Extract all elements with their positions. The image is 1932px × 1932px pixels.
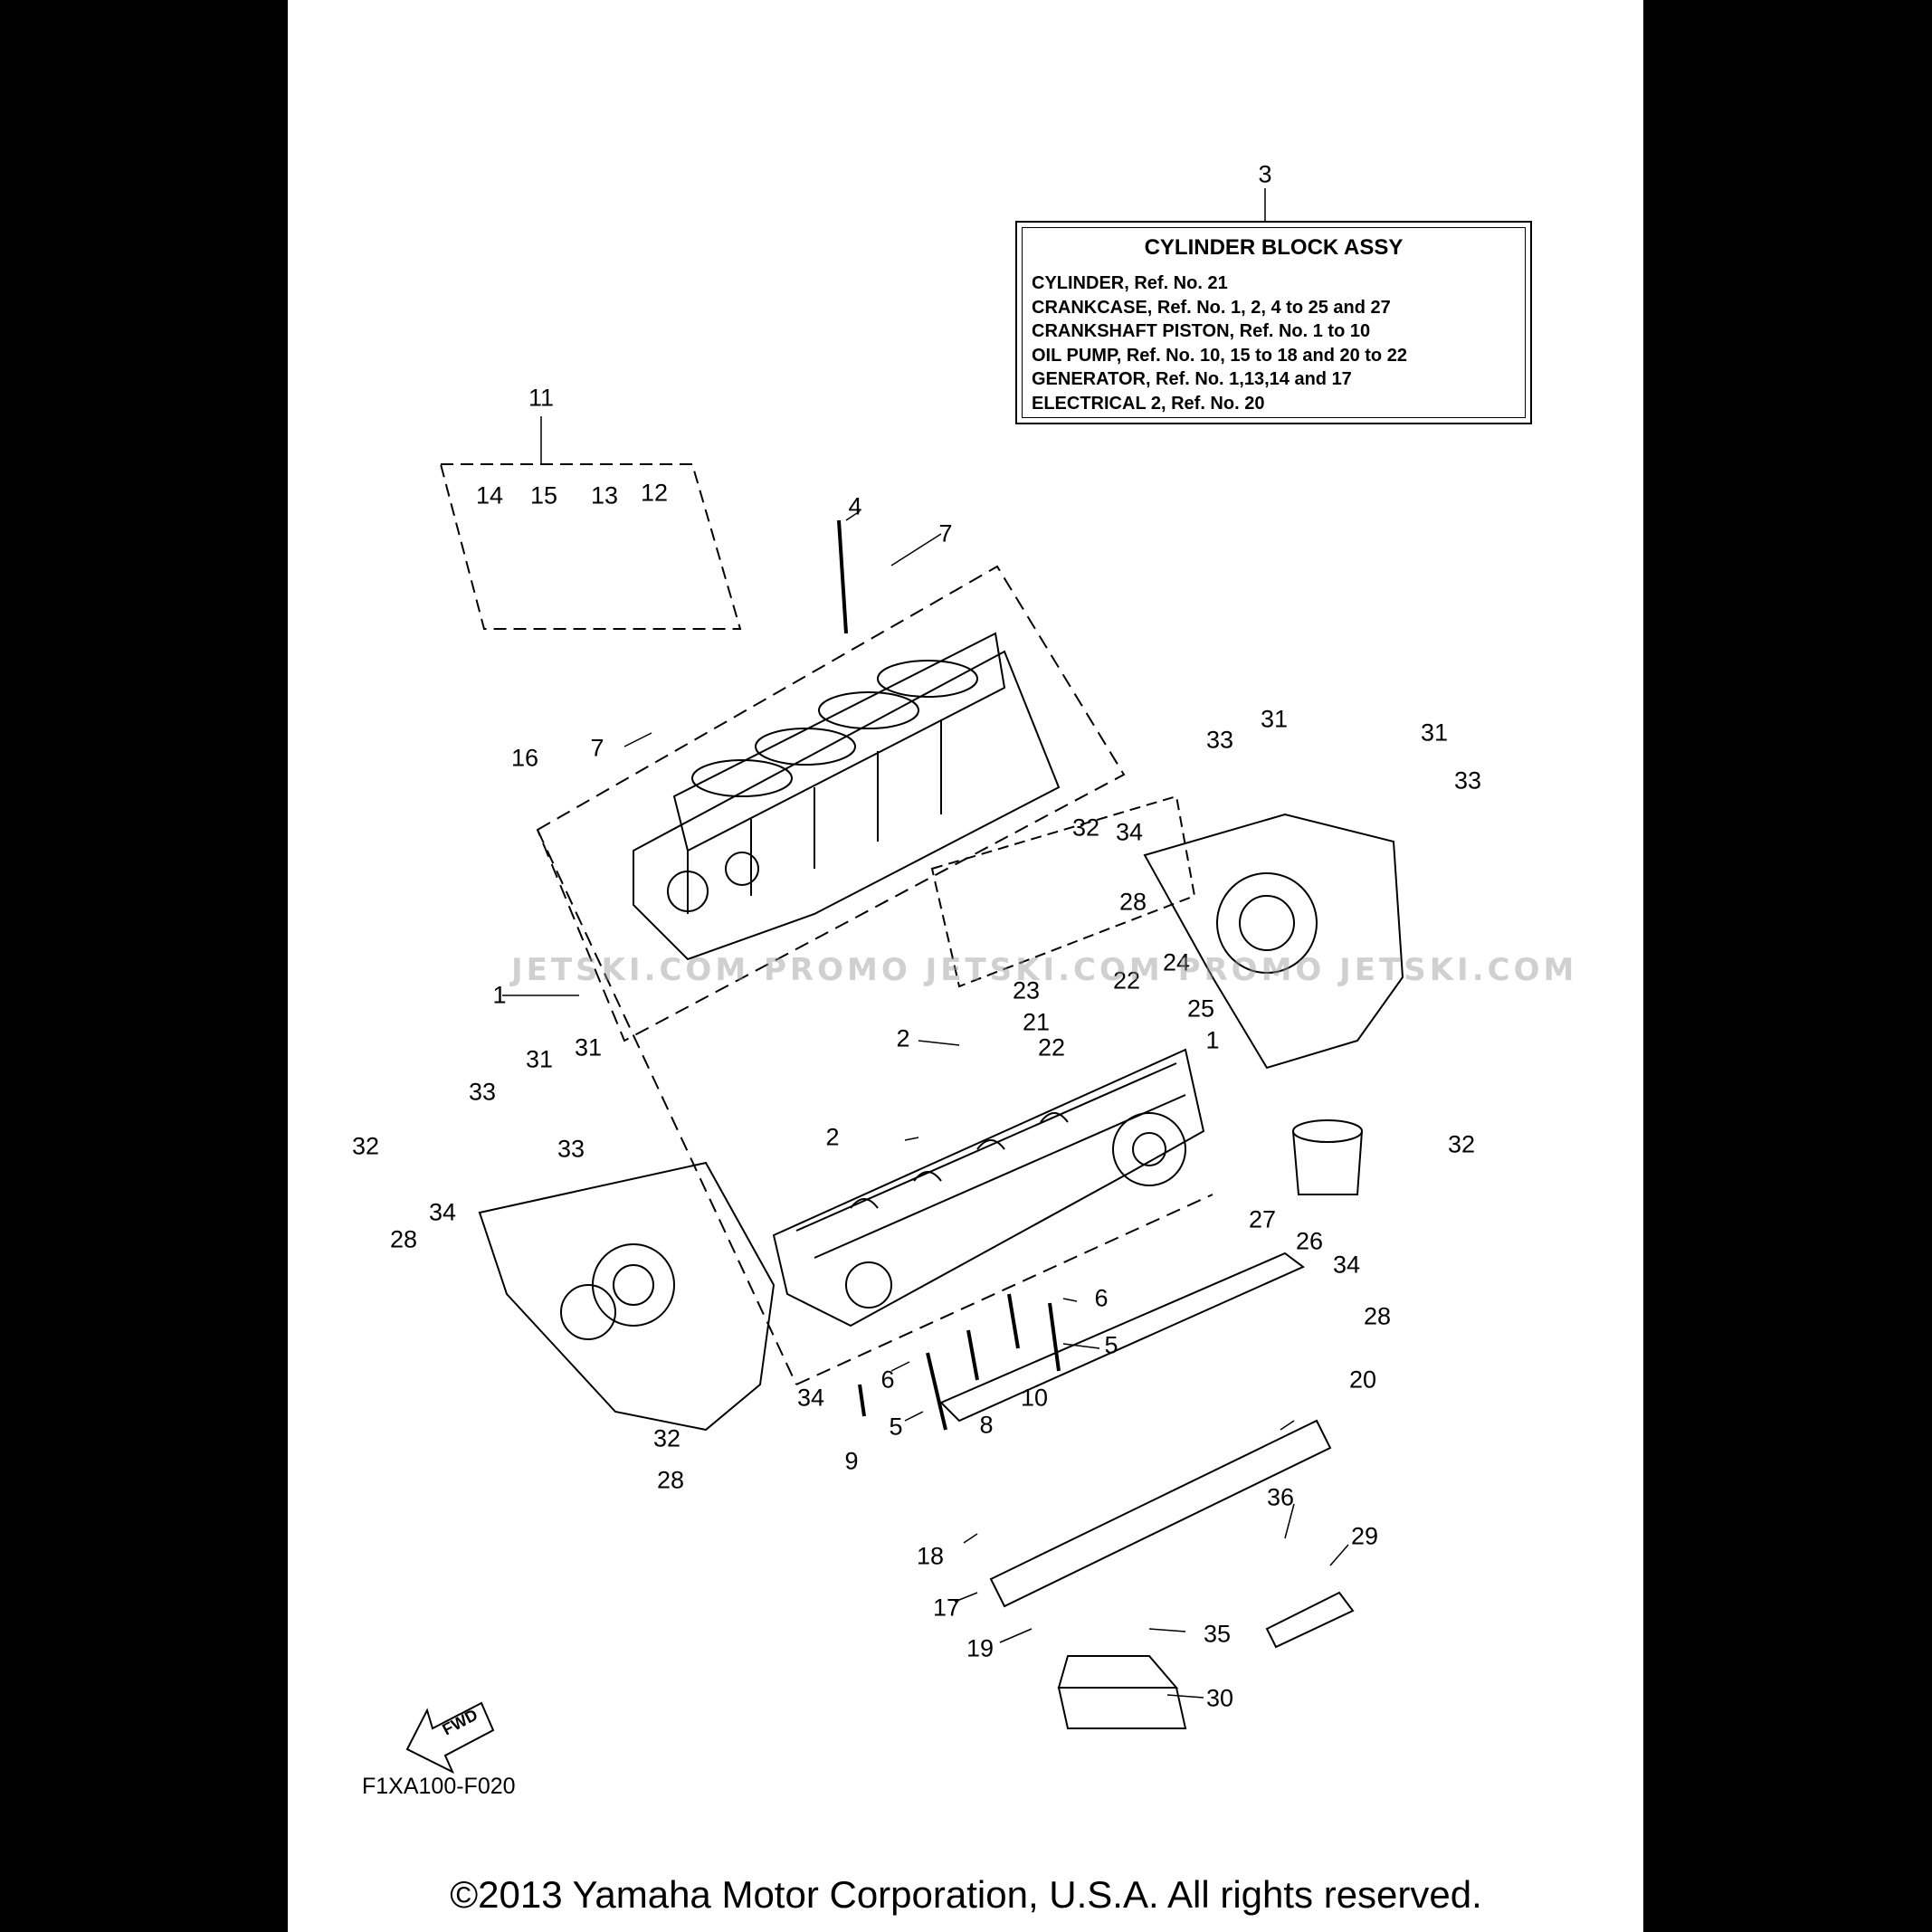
callout-34c: 34	[1332, 1251, 1361, 1279]
callout-1a: 1	[492, 981, 507, 1009]
watermark: JETSKI.COM PROMO JETSKI.COM PROMO JETSKI…	[511, 952, 1578, 988]
callout-11: 11	[528, 384, 555, 412]
group-1-outline	[536, 565, 1126, 1042]
callout-28b: 28	[389, 1225, 418, 1253]
callout-36: 36	[1266, 1483, 1295, 1511]
bolt-5b	[926, 1352, 947, 1431]
callout-28d: 28	[656, 1466, 685, 1494]
callout-14: 14	[475, 481, 504, 509]
bolt-5a	[1048, 1302, 1061, 1372]
cylinder-block-assy-box: CYLINDER BLOCK ASSY CYLINDER, Ref. No. 2…	[1015, 221, 1532, 424]
left-cover-drawing	[478, 1161, 776, 1432]
assy-box-title: CYLINDER BLOCK ASSY	[1144, 235, 1404, 260]
callout-22a: 22	[1112, 966, 1141, 995]
assy-line: GENERATOR, Ref. No. 1,13,14 and 17	[1032, 369, 1352, 389]
assy-line: CYLINDER, Ref. No. 21	[1032, 273, 1228, 293]
right-cover-drawing	[1143, 813, 1404, 1070]
callout-23: 23	[1012, 976, 1041, 1004]
callout-5a: 5	[1104, 1331, 1118, 1359]
callout-5b: 5	[889, 1413, 903, 1441]
callout-22b: 22	[1037, 1033, 1066, 1061]
gaskets-drawing	[939, 1252, 1332, 1608]
oil-filter-drawing	[1292, 1119, 1363, 1195]
bracket-29-drawing	[1265, 1591, 1355, 1649]
group-1-left-edge	[537, 829, 797, 1385]
callout-31a: 31	[1260, 705, 1289, 733]
callout-7b: 7	[590, 734, 604, 762]
callout-12: 12	[640, 479, 669, 507]
fwd-arrow	[405, 1701, 495, 1775]
callout-29: 29	[1350, 1522, 1379, 1550]
assy-box-inner-border	[1022, 227, 1526, 418]
component-box-drawing	[1057, 1655, 1187, 1729]
bolt-9	[858, 1384, 866, 1417]
callout-1b: 1	[1205, 1026, 1220, 1054]
callout-32c: 32	[1447, 1130, 1476, 1158]
callout-33c: 33	[468, 1078, 497, 1106]
leader-lines	[502, 188, 1349, 1699]
callout-33d: 33	[557, 1135, 585, 1163]
callout-35: 35	[1203, 1620, 1232, 1648]
callout-18: 18	[916, 1542, 945, 1570]
callout-28a: 28	[1118, 888, 1147, 916]
callout-4: 4	[848, 492, 862, 520]
callout-10: 10	[1020, 1384, 1049, 1412]
group-11-outline	[439, 463, 742, 630]
callout-32b: 32	[351, 1132, 380, 1160]
callout-28c: 28	[1363, 1302, 1392, 1330]
callout-34b: 34	[428, 1198, 457, 1226]
crankcase-drawing	[772, 1048, 1205, 1328]
callout-27: 27	[1248, 1205, 1277, 1233]
callout-26: 26	[1295, 1227, 1324, 1255]
callout-13: 13	[590, 481, 619, 509]
callout-2a: 2	[896, 1024, 910, 1052]
copyright-notice: ©2013 Yamaha Motor Corporation, U.S.A. A…	[450, 1873, 1482, 1916]
assy-line: ELECTRICAL 2, Ref. No. 20	[1032, 393, 1265, 414]
diagram-code: F1XA100-F020	[362, 1774, 516, 1799]
callout-19: 19	[966, 1634, 995, 1662]
callout-30: 30	[1205, 1684, 1234, 1712]
callout-6b: 6	[880, 1366, 895, 1394]
callout-6a: 6	[1094, 1284, 1109, 1312]
assy-line: OIL PUMP, Ref. No. 10, 15 to 18 and 20 t…	[1032, 345, 1407, 366]
callout-20: 20	[1348, 1366, 1377, 1394]
callout-32a: 32	[1071, 814, 1100, 842]
callout-8: 8	[979, 1411, 994, 1439]
callout-31c: 31	[525, 1045, 554, 1073]
callout-33a: 33	[1205, 726, 1234, 754]
assy-line: CRANKSHAFT PISTON, Ref. No. 1 to 10	[1032, 321, 1371, 341]
callout-17: 17	[932, 1594, 961, 1622]
callout-24: 24	[1162, 948, 1191, 976]
bolt-8	[966, 1329, 979, 1381]
callout-9: 9	[844, 1447, 859, 1475]
stud-4	[837, 519, 848, 634]
callout-16: 16	[510, 744, 539, 772]
callout-15: 15	[529, 481, 558, 509]
assy-box-reference-lines: CYLINDER, Ref. No. 21 CRANKCASE, Ref. No…	[1032, 271, 1407, 415]
callout-3: 3	[1258, 160, 1272, 188]
callout-25: 25	[1186, 995, 1215, 1023]
cylinder-block-drawing	[633, 632, 1061, 961]
callout-21: 21	[1022, 1008, 1051, 1036]
callout-32d: 32	[652, 1424, 681, 1452]
callout-34d: 34	[796, 1384, 825, 1412]
assy-line: CRANKCASE, Ref. No. 1, 2, 4 to 25 and 27	[1032, 297, 1391, 318]
callout-31d: 31	[574, 1033, 603, 1061]
callout-2b: 2	[825, 1123, 840, 1151]
bolt-10	[1007, 1293, 1020, 1349]
callout-31b: 31	[1420, 719, 1449, 747]
group-1-bottom-edge	[795, 1194, 1213, 1385]
callout-7a: 7	[938, 519, 953, 547]
callout-34a: 34	[1115, 818, 1144, 846]
callout-33b: 33	[1453, 766, 1482, 795]
